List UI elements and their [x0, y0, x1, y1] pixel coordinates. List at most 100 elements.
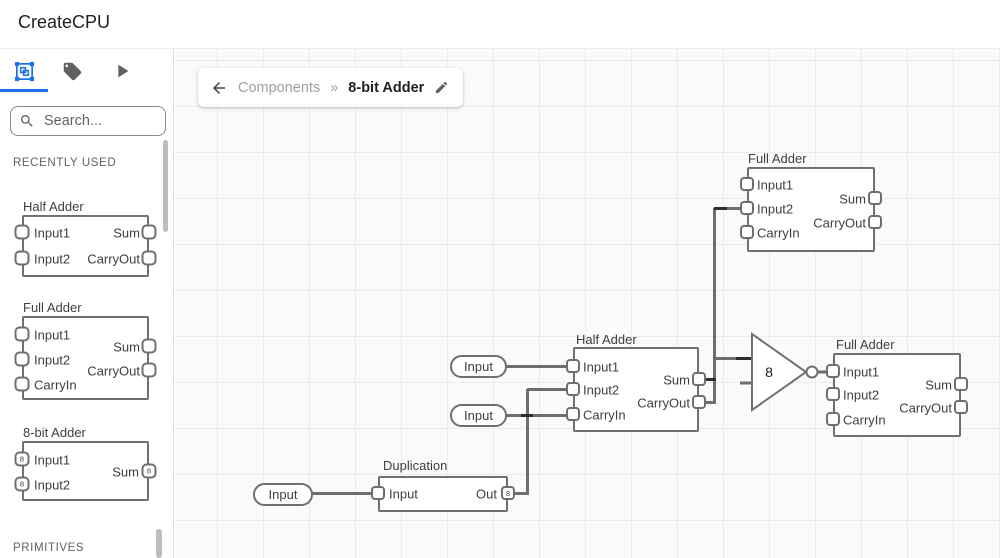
active-tab-indicator: [0, 89, 48, 92]
gate-bus-width-label: 8: [765, 364, 773, 380]
pin-sum: [141, 338, 157, 354]
pin-input2[interactable]: [566, 382, 580, 396]
pin-carryin: [14, 376, 30, 392]
pin-label: Sum: [925, 377, 952, 393]
input-pill[interactable]: Input: [450, 355, 507, 378]
pin-label: Sum: [663, 372, 690, 388]
pin-carryin[interactable]: [740, 225, 754, 239]
component-body[interactable]: [833, 353, 961, 437]
pin-input2-bus: 8: [14, 476, 30, 492]
pin-label: Input1: [34, 327, 71, 343]
gate-triangle[interactable]: [751, 332, 808, 412]
tab-simulate[interactable]: [98, 48, 146, 94]
page-title: CreateCPU: [18, 12, 111, 32]
arrow-left-icon: [213, 81, 225, 94]
pin-label: Sum: [113, 339, 140, 355]
component-body[interactable]: [378, 476, 508, 512]
pin-input1[interactable]: [826, 364, 840, 378]
pin-carryout: [141, 250, 157, 266]
tab-tags[interactable]: [48, 48, 96, 94]
edit-name-button[interactable]: [434, 80, 449, 95]
pin-carryout[interactable]: [868, 215, 882, 229]
wire[interactable]: [526, 389, 529, 495]
wire-overlap[interactable]: [714, 207, 727, 210]
components-icon: [14, 61, 34, 81]
sidebar-scrollbar-thumb[interactable]: [163, 140, 168, 232]
pin-label: Sum: [839, 191, 866, 207]
pin-input1: [14, 326, 30, 342]
pin-sum-bus: 8: [141, 463, 157, 479]
pin-label: CarryIn: [34, 377, 77, 393]
pin-label: Input1: [583, 359, 620, 375]
breadcrumb-current: 8-bit Adder: [348, 79, 425, 96]
search-input[interactable]: [42, 112, 146, 130]
pin-label: Input1: [843, 364, 880, 380]
pin-carryout[interactable]: [954, 400, 968, 414]
pin-input2[interactable]: [740, 201, 754, 215]
search-icon: [21, 115, 33, 127]
wire-overlap[interactable]: [521, 414, 533, 417]
wire[interactable]: [714, 357, 752, 360]
component-title: Full Adder: [836, 337, 895, 352]
gate-inversion-bubble[interactable]: [805, 365, 819, 379]
component-title: Half Adder: [576, 332, 637, 347]
component-title: Duplication: [383, 458, 448, 473]
wire[interactable]: [504, 365, 567, 368]
breadcrumb-separator: »: [330, 79, 339, 96]
component-body: [22, 316, 149, 400]
pencil-icon: [436, 81, 448, 94]
pin-label: Input2: [34, 251, 71, 267]
pin-carryin[interactable]: [826, 412, 840, 426]
schematic-canvas[interactable]: [175, 48, 1000, 558]
pin-label: Input2: [843, 387, 880, 403]
wire[interactable]: [714, 207, 741, 210]
wire-overlap[interactable]: [705, 378, 716, 381]
pin-carryin[interactable]: [566, 407, 580, 421]
wire[interactable]: [310, 492, 373, 495]
input-pill[interactable]: Input: [253, 483, 313, 506]
wire[interactable]: [713, 208, 716, 404]
pin-sum[interactable]: [868, 191, 882, 205]
pin-input2[interactable]: [826, 387, 840, 401]
pin-label: Input1: [34, 452, 71, 468]
wire[interactable]: [705, 401, 715, 404]
pin-label: Input2: [34, 352, 71, 368]
pin-label: Input2: [757, 201, 794, 217]
wire[interactable]: [504, 414, 567, 417]
pin-label: CarryOut: [87, 251, 140, 267]
pin-label: Input2: [34, 477, 71, 493]
wire[interactable]: [513, 492, 529, 495]
pin-sum[interactable]: [954, 377, 968, 391]
pin-label: CarryIn: [757, 225, 800, 241]
pin-input[interactable]: [371, 486, 385, 500]
pin-carryout[interactable]: [692, 395, 706, 409]
pin-out-bus[interactable]: 8: [501, 486, 515, 500]
pin-input1[interactable]: [566, 359, 580, 373]
sidebar-scrollbar-thumb-lower[interactable]: [156, 529, 162, 558]
component-title: 8-bit Adder: [23, 425, 86, 440]
not-gate[interactable]: [735, 329, 835, 415]
component-title: Full Adder: [748, 151, 807, 166]
component-body[interactable]: [573, 347, 699, 432]
sidebar: RECENTLY USED Half Adder Input1 Input2 S…: [0, 48, 174, 558]
app-header: CreateCPU: [0, 0, 1000, 49]
component-body: [22, 215, 149, 277]
pin-label: CarryIn: [583, 407, 626, 423]
component-body[interactable]: [747, 167, 875, 252]
pin-input1[interactable]: [740, 177, 754, 191]
wire[interactable]: [527, 388, 567, 391]
pin-label: Input: [389, 486, 418, 502]
pin-label: CarryOut: [899, 400, 952, 416]
pin-sum: [141, 224, 157, 240]
section-label-recently-used: RECENTLY USED: [13, 157, 117, 169]
tab-components[interactable]: [0, 48, 48, 94]
pin-input2: [14, 250, 30, 266]
component-title: Full Adder: [23, 300, 82, 315]
input-pill[interactable]: Input: [450, 404, 507, 427]
back-button[interactable]: [210, 79, 228, 97]
wire-overlap[interactable]: [736, 357, 752, 360]
pin-sum[interactable]: [692, 372, 706, 386]
pin-input1: [14, 224, 30, 240]
breadcrumb: Components » 8-bit Adder: [198, 68, 464, 107]
breadcrumb-parent[interactable]: Components: [238, 79, 321, 96]
